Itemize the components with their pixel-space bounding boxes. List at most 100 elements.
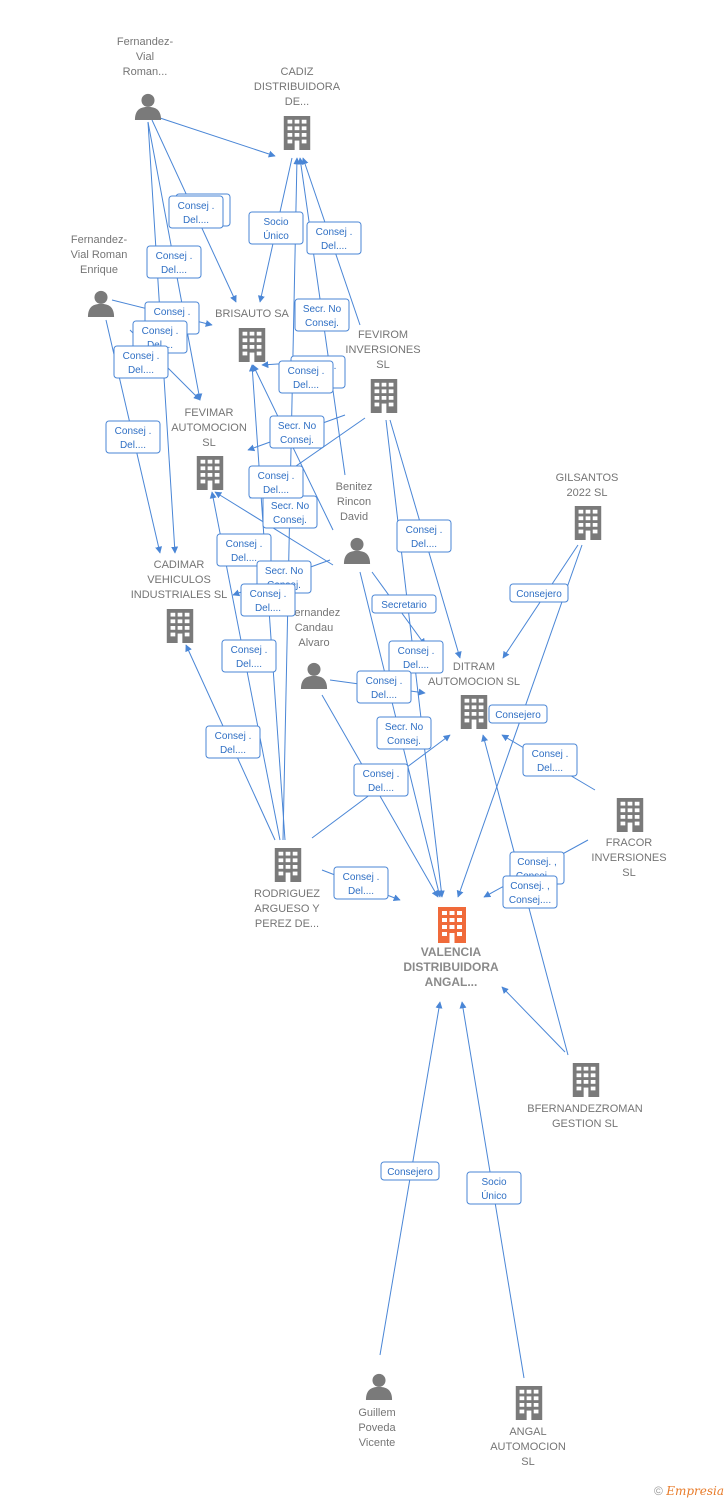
nodes-layer: Fernandez-VialRoman...CADIZDISTRIBUIDORA…: [71, 36, 667, 1468]
node-label-line: FRACOR: [606, 837, 653, 849]
node-label-line: Fernandez: [288, 607, 341, 619]
relation-label[interactable]: Consej .Del....: [216, 533, 272, 567]
relation-text: Consejero: [516, 589, 562, 600]
relation-box: [168, 195, 224, 229]
node-label-line: Poveda: [358, 1422, 396, 1434]
node-cadiz[interactable]: CADIZDISTRIBUIDORADE...: [254, 66, 341, 150]
building-icon: [238, 328, 266, 362]
node-label-line: DITRAM: [453, 661, 495, 673]
person-icon: [343, 537, 371, 564]
brand-label: Empresia: [666, 1484, 724, 1498]
relation-text: Consej .: [142, 326, 179, 337]
relation-label[interactable]: Consej .Del....: [146, 245, 202, 279]
relation-label[interactable]: Consejero: [509, 583, 569, 603]
node-label-line: Fernandez-: [117, 36, 174, 48]
relation-text: Consej.: [273, 515, 307, 526]
relation-label[interactable]: Consej .Del....: [353, 763, 409, 797]
relation-text: Consej....: [509, 895, 551, 906]
building-icon: [515, 1386, 543, 1420]
relation-text: Consej .: [398, 646, 435, 657]
relation-label[interactable]: Consej . Del....: [388, 640, 444, 674]
relation-label[interactable]: Consej .Del....: [333, 866, 389, 900]
relation-label[interactable]: Consej .Del....: [105, 420, 161, 454]
relation-text: Secr. No: [303, 304, 342, 315]
node-label-line: VEHICULOS: [147, 574, 211, 586]
relation-text: Consej .: [343, 872, 380, 883]
node-label-line: Vicente: [359, 1437, 396, 1449]
relation-box: [380, 1161, 440, 1181]
relation-box: [205, 725, 261, 759]
person-icon: [87, 290, 115, 317]
relation-box: [294, 298, 350, 332]
relation-label[interactable]: Secr. No Consej.: [262, 495, 318, 529]
node-label-line: FEVIROM: [358, 329, 408, 341]
edge-bfernandez-to-valencia: [501, 986, 566, 1053]
relation-box: [240, 583, 296, 617]
relation-box: [371, 594, 437, 614]
person-icon: [134, 93, 162, 120]
node-label-line: Vial Roman: [71, 249, 128, 261]
building-icon: [274, 848, 302, 882]
relation-box: [333, 866, 389, 900]
relation-label[interactable]: Consej .Del....: [168, 195, 224, 229]
node-label-line: Vial: [136, 51, 154, 63]
relation-text: Del....: [371, 690, 397, 701]
relation-label[interactable]: Consej .Del....: [396, 519, 452, 553]
relation-label[interactable]: Consej .Del....: [522, 743, 578, 777]
node-label-line: GESTION SL: [552, 1118, 618, 1130]
node-label-line: Benitez: [336, 481, 373, 493]
relation-label[interactable]: Consej. ,Consej....: [502, 875, 558, 909]
relation-box: [146, 245, 202, 279]
relation-text: Del....: [403, 660, 429, 671]
person-icon: [300, 662, 328, 689]
relation-label[interactable]: Consejero: [380, 1161, 440, 1181]
node-label-line: RODRIGUEZ: [254, 888, 320, 900]
relation-text: Consej .: [406, 525, 443, 536]
relation-label[interactable]: Consej .Del....: [240, 583, 296, 617]
relation-text: Secr. No: [271, 501, 310, 512]
node-label-line: SL: [622, 867, 635, 879]
relation-box: [248, 211, 304, 245]
relation-label[interactable]: Consejero: [488, 704, 548, 724]
relation-label[interactable]: Consej .Del....: [221, 639, 277, 673]
relation-label[interactable]: Consej .Del....: [278, 360, 334, 394]
relation-text: Consej .: [532, 749, 569, 760]
relation-label[interactable]: Consej .Del....: [205, 725, 261, 759]
node-label-line: ARGUESO Y: [254, 903, 320, 915]
node-valencia[interactable]: VALENCIADISTRIBUIDORAANGAL...: [403, 907, 499, 989]
node-fvr[interactable]: Fernandez-VialRoman...: [117, 36, 174, 120]
relation-box: [221, 639, 277, 673]
relation-box: [466, 1171, 522, 1205]
relation-text: Consej .: [178, 201, 215, 212]
relation-box: [278, 360, 334, 394]
node-label-line: SL: [376, 359, 389, 371]
relation-label[interactable]: Consej .Del....: [306, 221, 362, 255]
relation-label[interactable]: Consej .Del....: [113, 345, 169, 379]
relation-label[interactable]: Consej .Del....: [248, 465, 304, 499]
footer-brand[interactable]: © Empresia: [654, 1484, 724, 1498]
relation-text: Secr. No: [265, 566, 304, 577]
relation-label[interactable]: Consej .Del....: [356, 670, 412, 704]
relation-label[interactable]: Secretario: [371, 594, 437, 614]
node-label-line: Guillem: [358, 1407, 395, 1419]
relation-text: Del....: [161, 265, 187, 276]
node-brisauto[interactable]: BRISAUTO SA: [215, 308, 290, 362]
